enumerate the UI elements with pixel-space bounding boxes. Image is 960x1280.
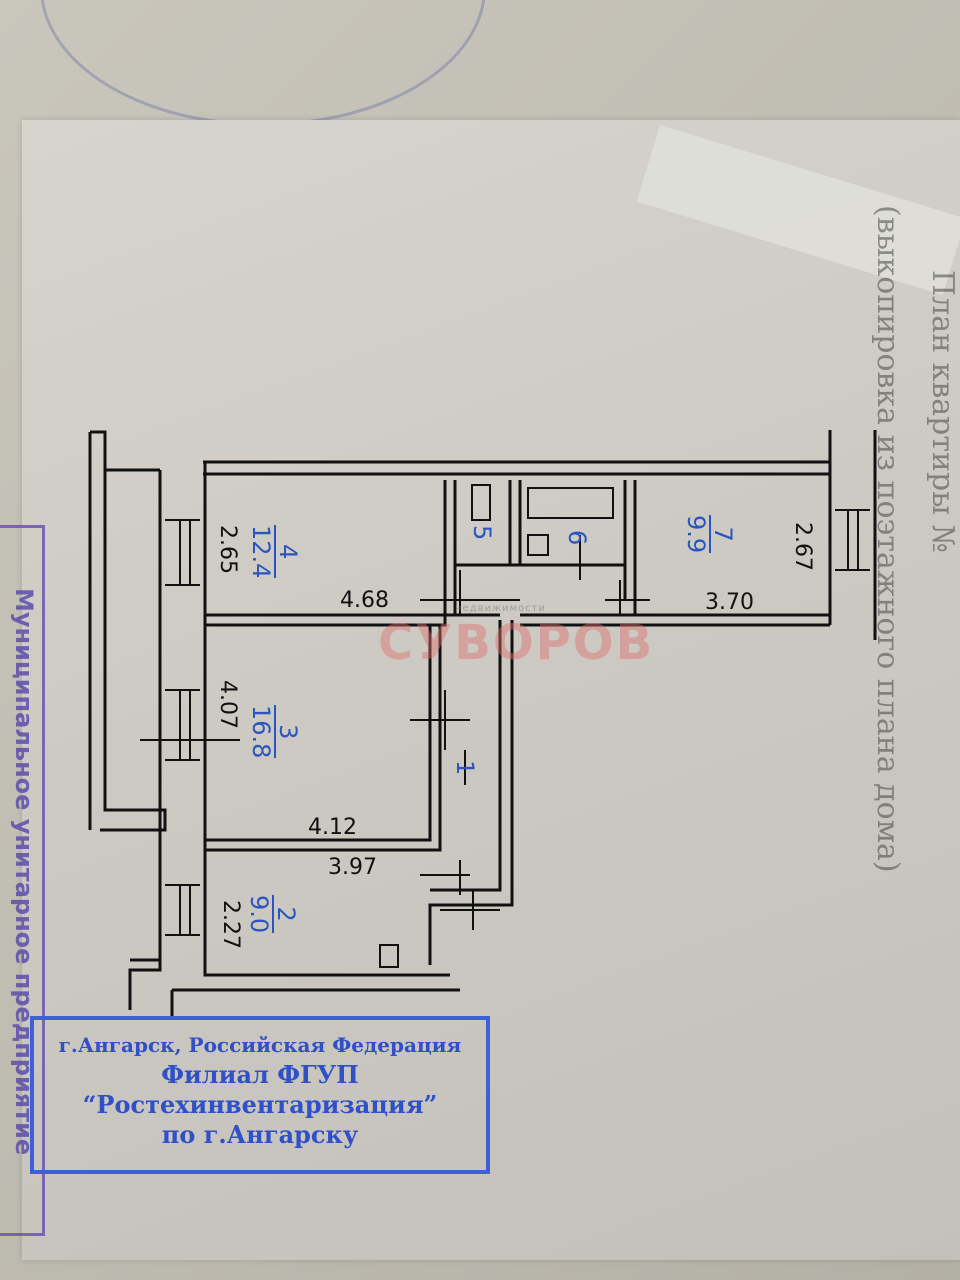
dim-room3-width: 4.07 xyxy=(215,680,240,729)
room-6-label: 6 xyxy=(563,530,591,546)
dim-room2-length: 3.97 xyxy=(328,855,377,880)
left-side-stamp: Муниципальное унитарное предприятие xyxy=(0,525,45,1236)
dim-room7-width: 2.67 xyxy=(790,522,815,571)
stamp-line-1: г.Ангарск, Российская Федерация xyxy=(58,1033,462,1057)
watermark-logo: СУВОРОВ xyxy=(378,615,655,671)
stamp-line-3: “Ростехинвентаризация” xyxy=(82,1090,438,1119)
dim-room4-width: 2.65 xyxy=(215,525,240,574)
room-1-label: 1 xyxy=(451,760,479,776)
room-5-label: 5 xyxy=(468,525,496,541)
dim-room4-length: 4.68 xyxy=(340,588,389,613)
dim-room7-length: 3.70 xyxy=(705,590,754,615)
dim-room2-width: 2.27 xyxy=(218,900,243,949)
watermark-small: недвижимости xyxy=(455,603,546,614)
organization-stamp: г.Ангарск, Российская Федерация Филиал Ф… xyxy=(30,1016,490,1174)
stamp-line-2: Филиал ФГУП xyxy=(161,1060,359,1089)
stamp-line-4: по г.Ангарску xyxy=(161,1120,359,1149)
dim-room3-length: 4.12 xyxy=(308,815,357,840)
